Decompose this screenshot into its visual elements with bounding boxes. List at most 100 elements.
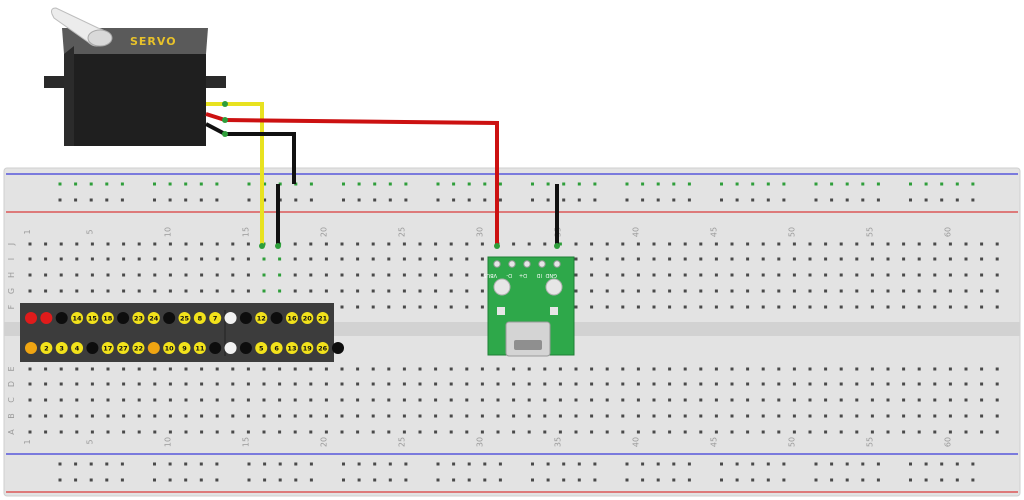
rail-hole xyxy=(467,478,471,482)
rail-hole xyxy=(924,198,928,202)
breadboard-hole xyxy=(496,398,500,402)
column-number: 20 xyxy=(319,227,328,237)
breadboard-hole xyxy=(574,289,578,293)
rail-hole xyxy=(562,198,566,202)
breadboard-hole xyxy=(262,398,266,402)
gpio-pin-label: 22 xyxy=(134,345,143,353)
breadboard-hole xyxy=(387,257,391,261)
breadboard-hole xyxy=(418,367,422,371)
rail-hole xyxy=(452,462,456,466)
column-number: 10 xyxy=(163,227,172,237)
breadboard-hole xyxy=(714,414,718,418)
breadboard-hole xyxy=(122,257,126,261)
breadboard-hole xyxy=(90,430,94,434)
breadboard-hole xyxy=(699,414,703,418)
breadboard-hole xyxy=(90,367,94,371)
rail-hole xyxy=(483,462,487,466)
breadboard-hole xyxy=(340,382,344,386)
breadboard-hole xyxy=(340,242,344,246)
breadboard-hole xyxy=(28,430,32,434)
breadboard-hole xyxy=(324,382,328,386)
breadboard-hole xyxy=(278,382,282,386)
rail-hole xyxy=(388,478,392,482)
rail-hole xyxy=(168,182,172,186)
rail-hole xyxy=(845,182,849,186)
breadboard-hole xyxy=(215,289,219,293)
gpio-pin-label: 18 xyxy=(103,315,113,323)
rail-hole xyxy=(720,478,723,482)
breadboard-hole xyxy=(59,257,63,261)
gpio-pin-label: 14 xyxy=(73,315,83,323)
breadboard-hole xyxy=(824,430,828,434)
breadboard-hole xyxy=(278,273,282,277)
rail-hole xyxy=(120,182,124,186)
usb-pin-label: VBUS xyxy=(483,272,497,278)
breadboard-hole xyxy=(948,273,952,277)
breadboard-hole xyxy=(215,430,219,434)
breadboard-hole xyxy=(200,414,204,418)
breadboard-hole xyxy=(371,305,375,309)
rail-hole xyxy=(168,462,172,466)
gpio-pin-label: 19 xyxy=(303,345,313,353)
breadboard-hole xyxy=(122,273,126,277)
breadboard-hole xyxy=(75,398,79,402)
breadboard-hole xyxy=(309,242,313,246)
breadboard-hole xyxy=(184,382,188,386)
rail-hole xyxy=(909,182,912,186)
rail-hole xyxy=(876,182,880,186)
breadboard-hole xyxy=(75,242,79,246)
breadboard-hole xyxy=(153,367,157,371)
breadboard-hole xyxy=(980,398,984,402)
breadboard-hole xyxy=(168,382,172,386)
breadboard-hole xyxy=(995,382,999,386)
breadboard-hole xyxy=(855,382,859,386)
gpio-pin-label: 17 xyxy=(103,345,112,353)
breadboard-hole xyxy=(730,367,734,371)
breadboard-hole xyxy=(262,430,266,434)
breadboard-hole xyxy=(746,305,750,309)
rail-hole xyxy=(247,182,251,186)
breadboard-hole xyxy=(948,430,952,434)
rail-hole xyxy=(940,198,944,202)
row-letter: H xyxy=(7,272,16,278)
row-letter: G xyxy=(7,288,16,294)
gpio-pin xyxy=(101,312,114,324)
breadboard-hole xyxy=(995,430,999,434)
breadboard-hole xyxy=(808,398,812,402)
breadboard-hole xyxy=(855,242,859,246)
rail-hole xyxy=(672,478,676,482)
breadboard-hole xyxy=(574,367,578,371)
breadboard-hole xyxy=(200,257,204,261)
breadboard-hole xyxy=(652,289,656,293)
breadboard-hole xyxy=(153,257,157,261)
servo-body xyxy=(64,54,206,146)
usb-pad-left xyxy=(497,307,505,315)
rail-hole xyxy=(309,462,313,466)
rail-hole xyxy=(672,462,676,466)
servo-connector-black xyxy=(222,131,228,137)
wires xyxy=(222,101,560,249)
breadboard-hole xyxy=(262,414,266,418)
usb-module-pin xyxy=(508,260,516,268)
rail-hole xyxy=(830,198,834,202)
breadboard-hole xyxy=(590,367,594,371)
breadboard-hole xyxy=(184,289,188,293)
rail-hole xyxy=(199,182,203,186)
rail-hole xyxy=(357,478,361,482)
gpio-pin-label: 20 xyxy=(303,315,313,323)
breadboard-hole xyxy=(28,289,32,293)
breadboard-hole xyxy=(605,382,609,386)
breadboard-hole xyxy=(309,382,313,386)
breadboard-hole xyxy=(215,242,219,246)
breadboard-hole xyxy=(137,257,141,261)
breadboard-hole xyxy=(340,273,344,277)
breadboard-hole xyxy=(231,398,235,402)
rail-hole xyxy=(388,462,392,466)
breadboard-hole xyxy=(75,430,79,434)
rail-hole xyxy=(215,198,219,202)
rail-hole xyxy=(814,462,818,466)
breadboard-hole xyxy=(652,430,656,434)
breadboard-hole xyxy=(137,382,141,386)
